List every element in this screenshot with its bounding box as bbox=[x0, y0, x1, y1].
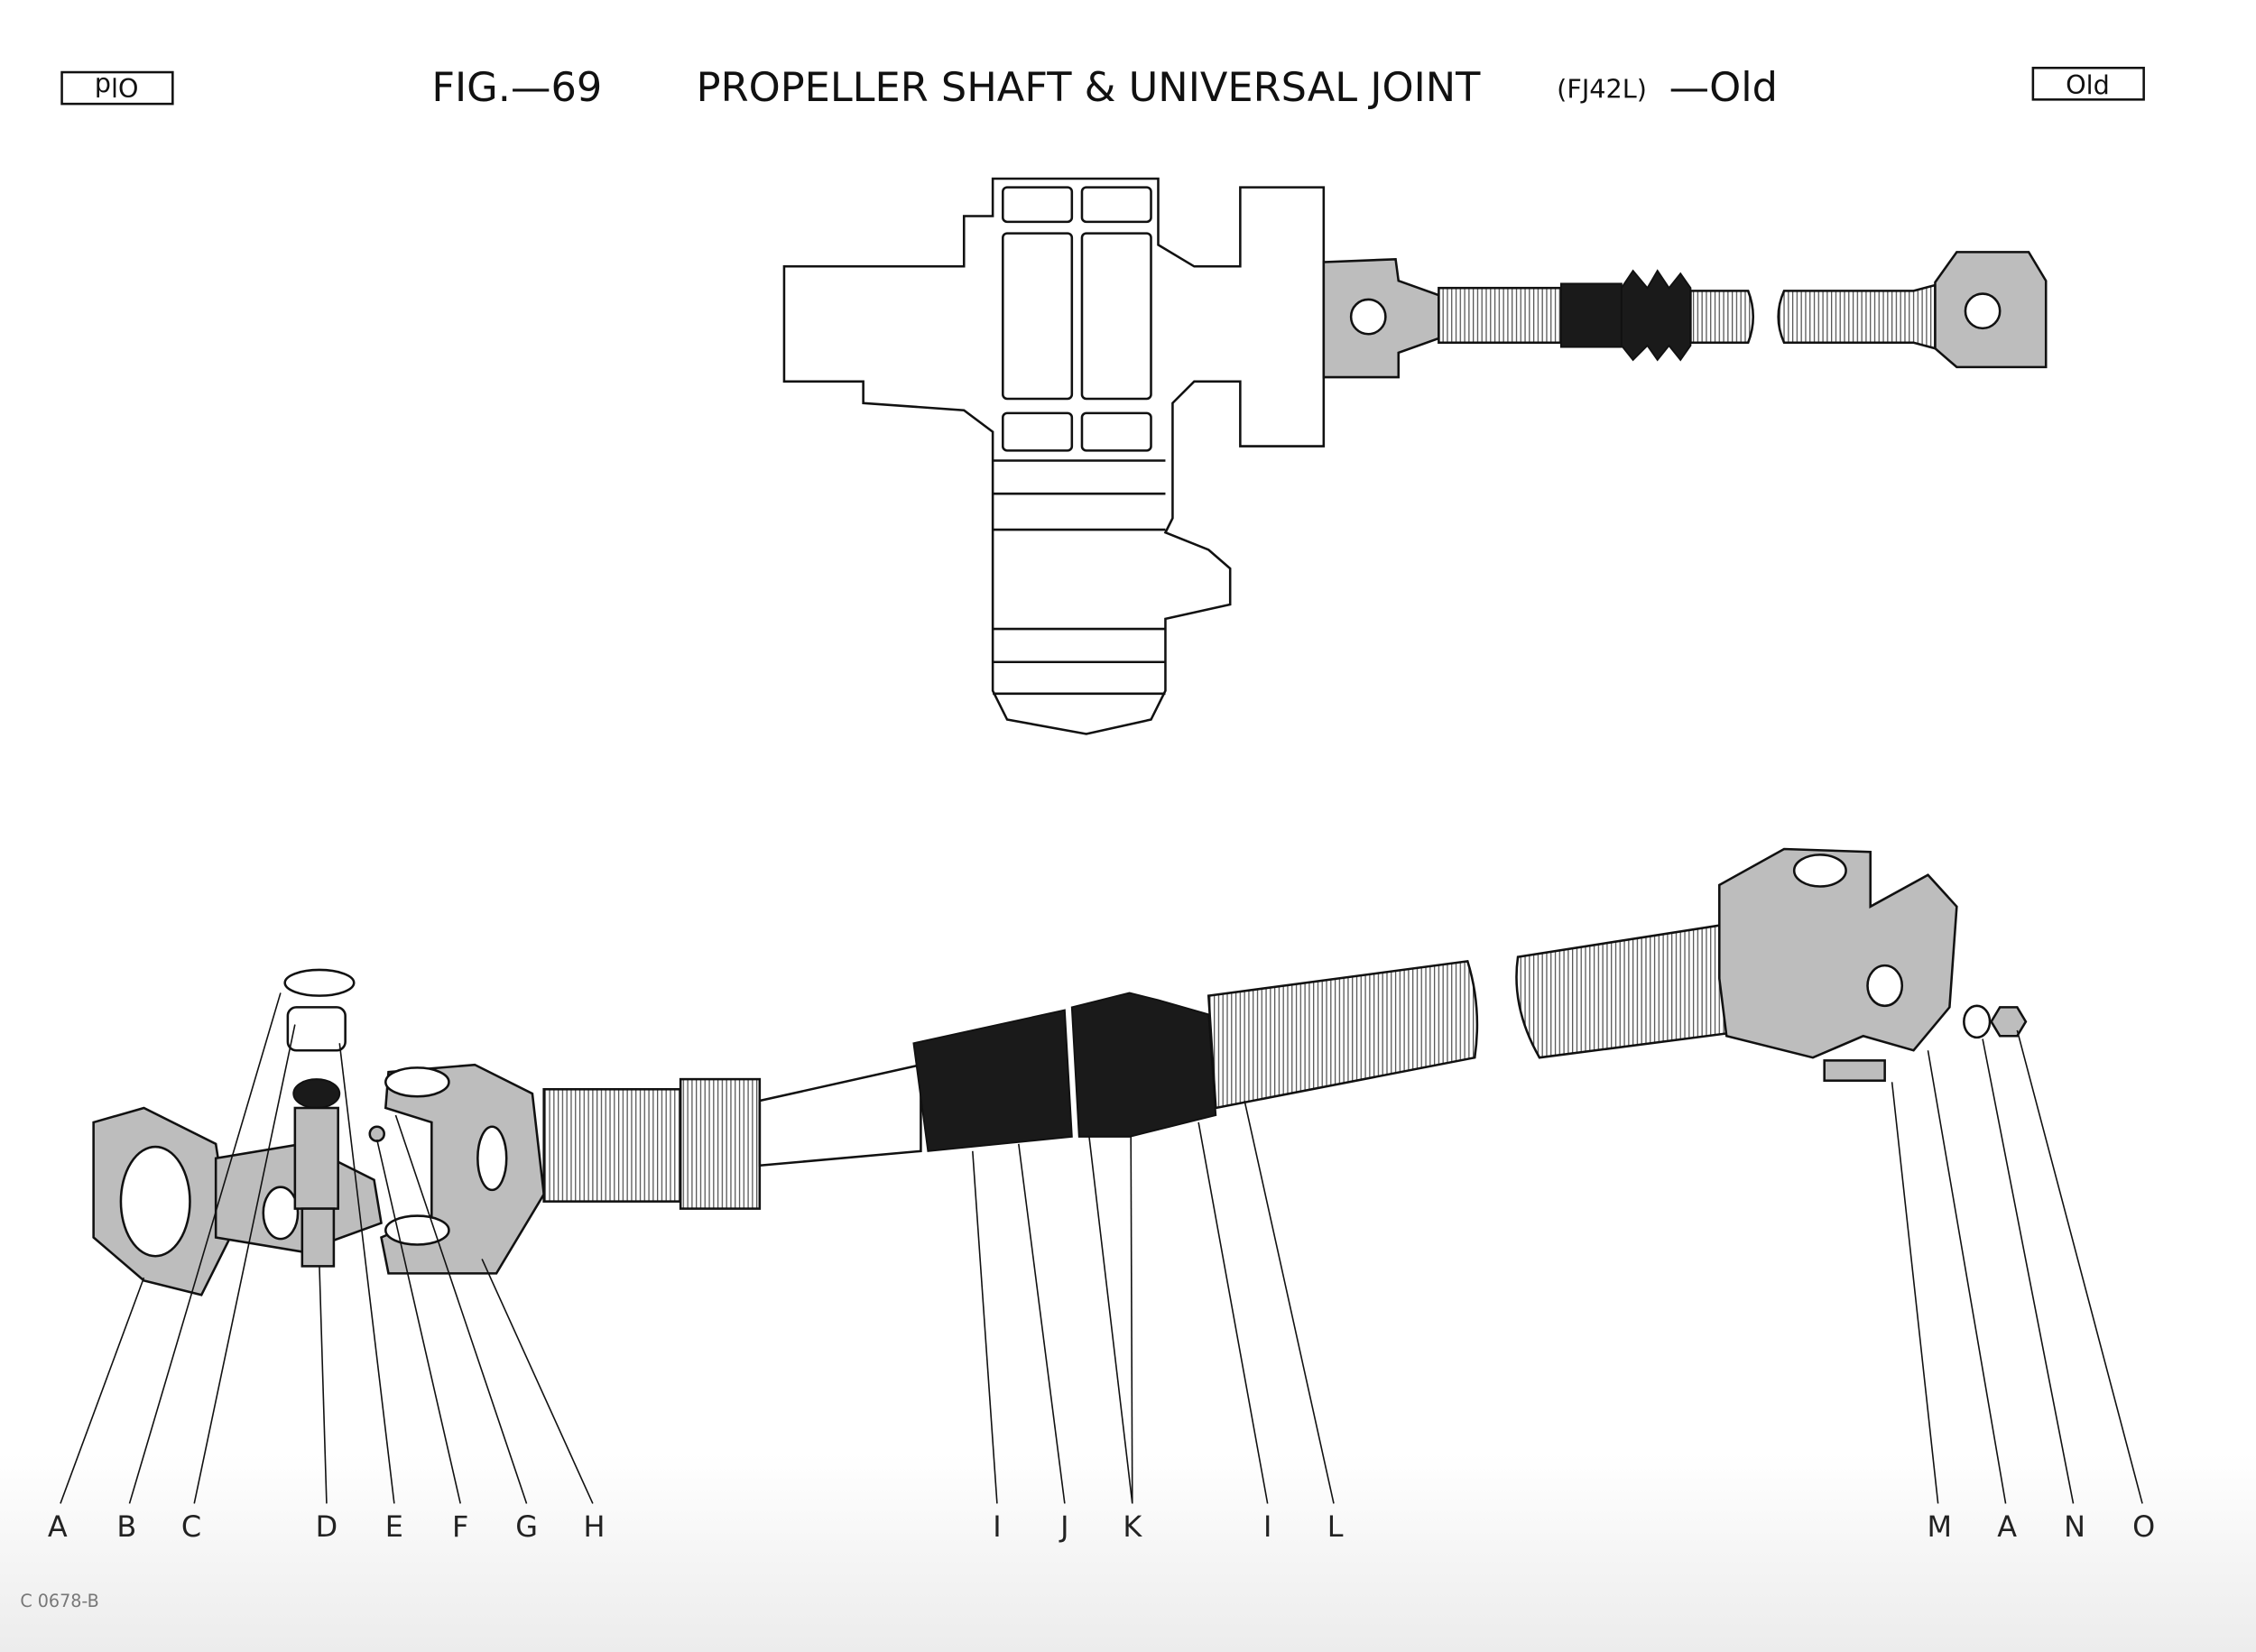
lower-exploded-assembly bbox=[92, 847, 2028, 1297]
transfer-case-drawing bbox=[782, 177, 1326, 735]
callout-k: K bbox=[1123, 1509, 1142, 1544]
callout-g: G bbox=[515, 1509, 538, 1544]
callout-j: J bbox=[1059, 1509, 1068, 1544]
figure-suffix: —Old bbox=[1669, 64, 1777, 111]
callout-h: H bbox=[583, 1509, 605, 1544]
callout-f: F bbox=[452, 1509, 468, 1544]
old-badge-right bbox=[2031, 66, 2145, 101]
upper-propeller-shaft bbox=[1322, 251, 2048, 379]
callout-labels: A B C D E F G H I J K I L M A N O bbox=[48, 1509, 2155, 1544]
figure-number: FIG.—69 bbox=[431, 64, 602, 111]
old-badge-left-text: Old bbox=[95, 71, 139, 102]
old-badge-right-text: Old bbox=[2066, 69, 2110, 100]
callout-a: A bbox=[48, 1509, 68, 1544]
callout-i: I bbox=[993, 1509, 1001, 1544]
callout-e: E bbox=[385, 1509, 403, 1544]
callout-i-2: I bbox=[1263, 1509, 1271, 1544]
callout-l: L bbox=[1327, 1509, 1344, 1544]
callout-a-2: A bbox=[1997, 1509, 2017, 1544]
callout-n: N bbox=[2064, 1509, 2085, 1544]
callout-d: D bbox=[316, 1509, 338, 1544]
callout-b: B bbox=[116, 1509, 136, 1544]
callout-c: C bbox=[181, 1509, 201, 1544]
illustration-code: C 0678-B bbox=[20, 1591, 98, 1611]
old-badge-left bbox=[60, 70, 174, 106]
leader-lines bbox=[60, 992, 2143, 1504]
callout-o: O bbox=[2132, 1509, 2155, 1544]
figure-title: PROPELLER SHAFT & UNIVERSAL JOINT bbox=[697, 64, 1481, 111]
header: Old FIG.—69 PROPELLER SHAFT & UNIVERSAL … bbox=[60, 64, 2145, 111]
figure-model: (FJ42L) bbox=[1557, 74, 1647, 105]
callout-m: M bbox=[1927, 1509, 1952, 1544]
